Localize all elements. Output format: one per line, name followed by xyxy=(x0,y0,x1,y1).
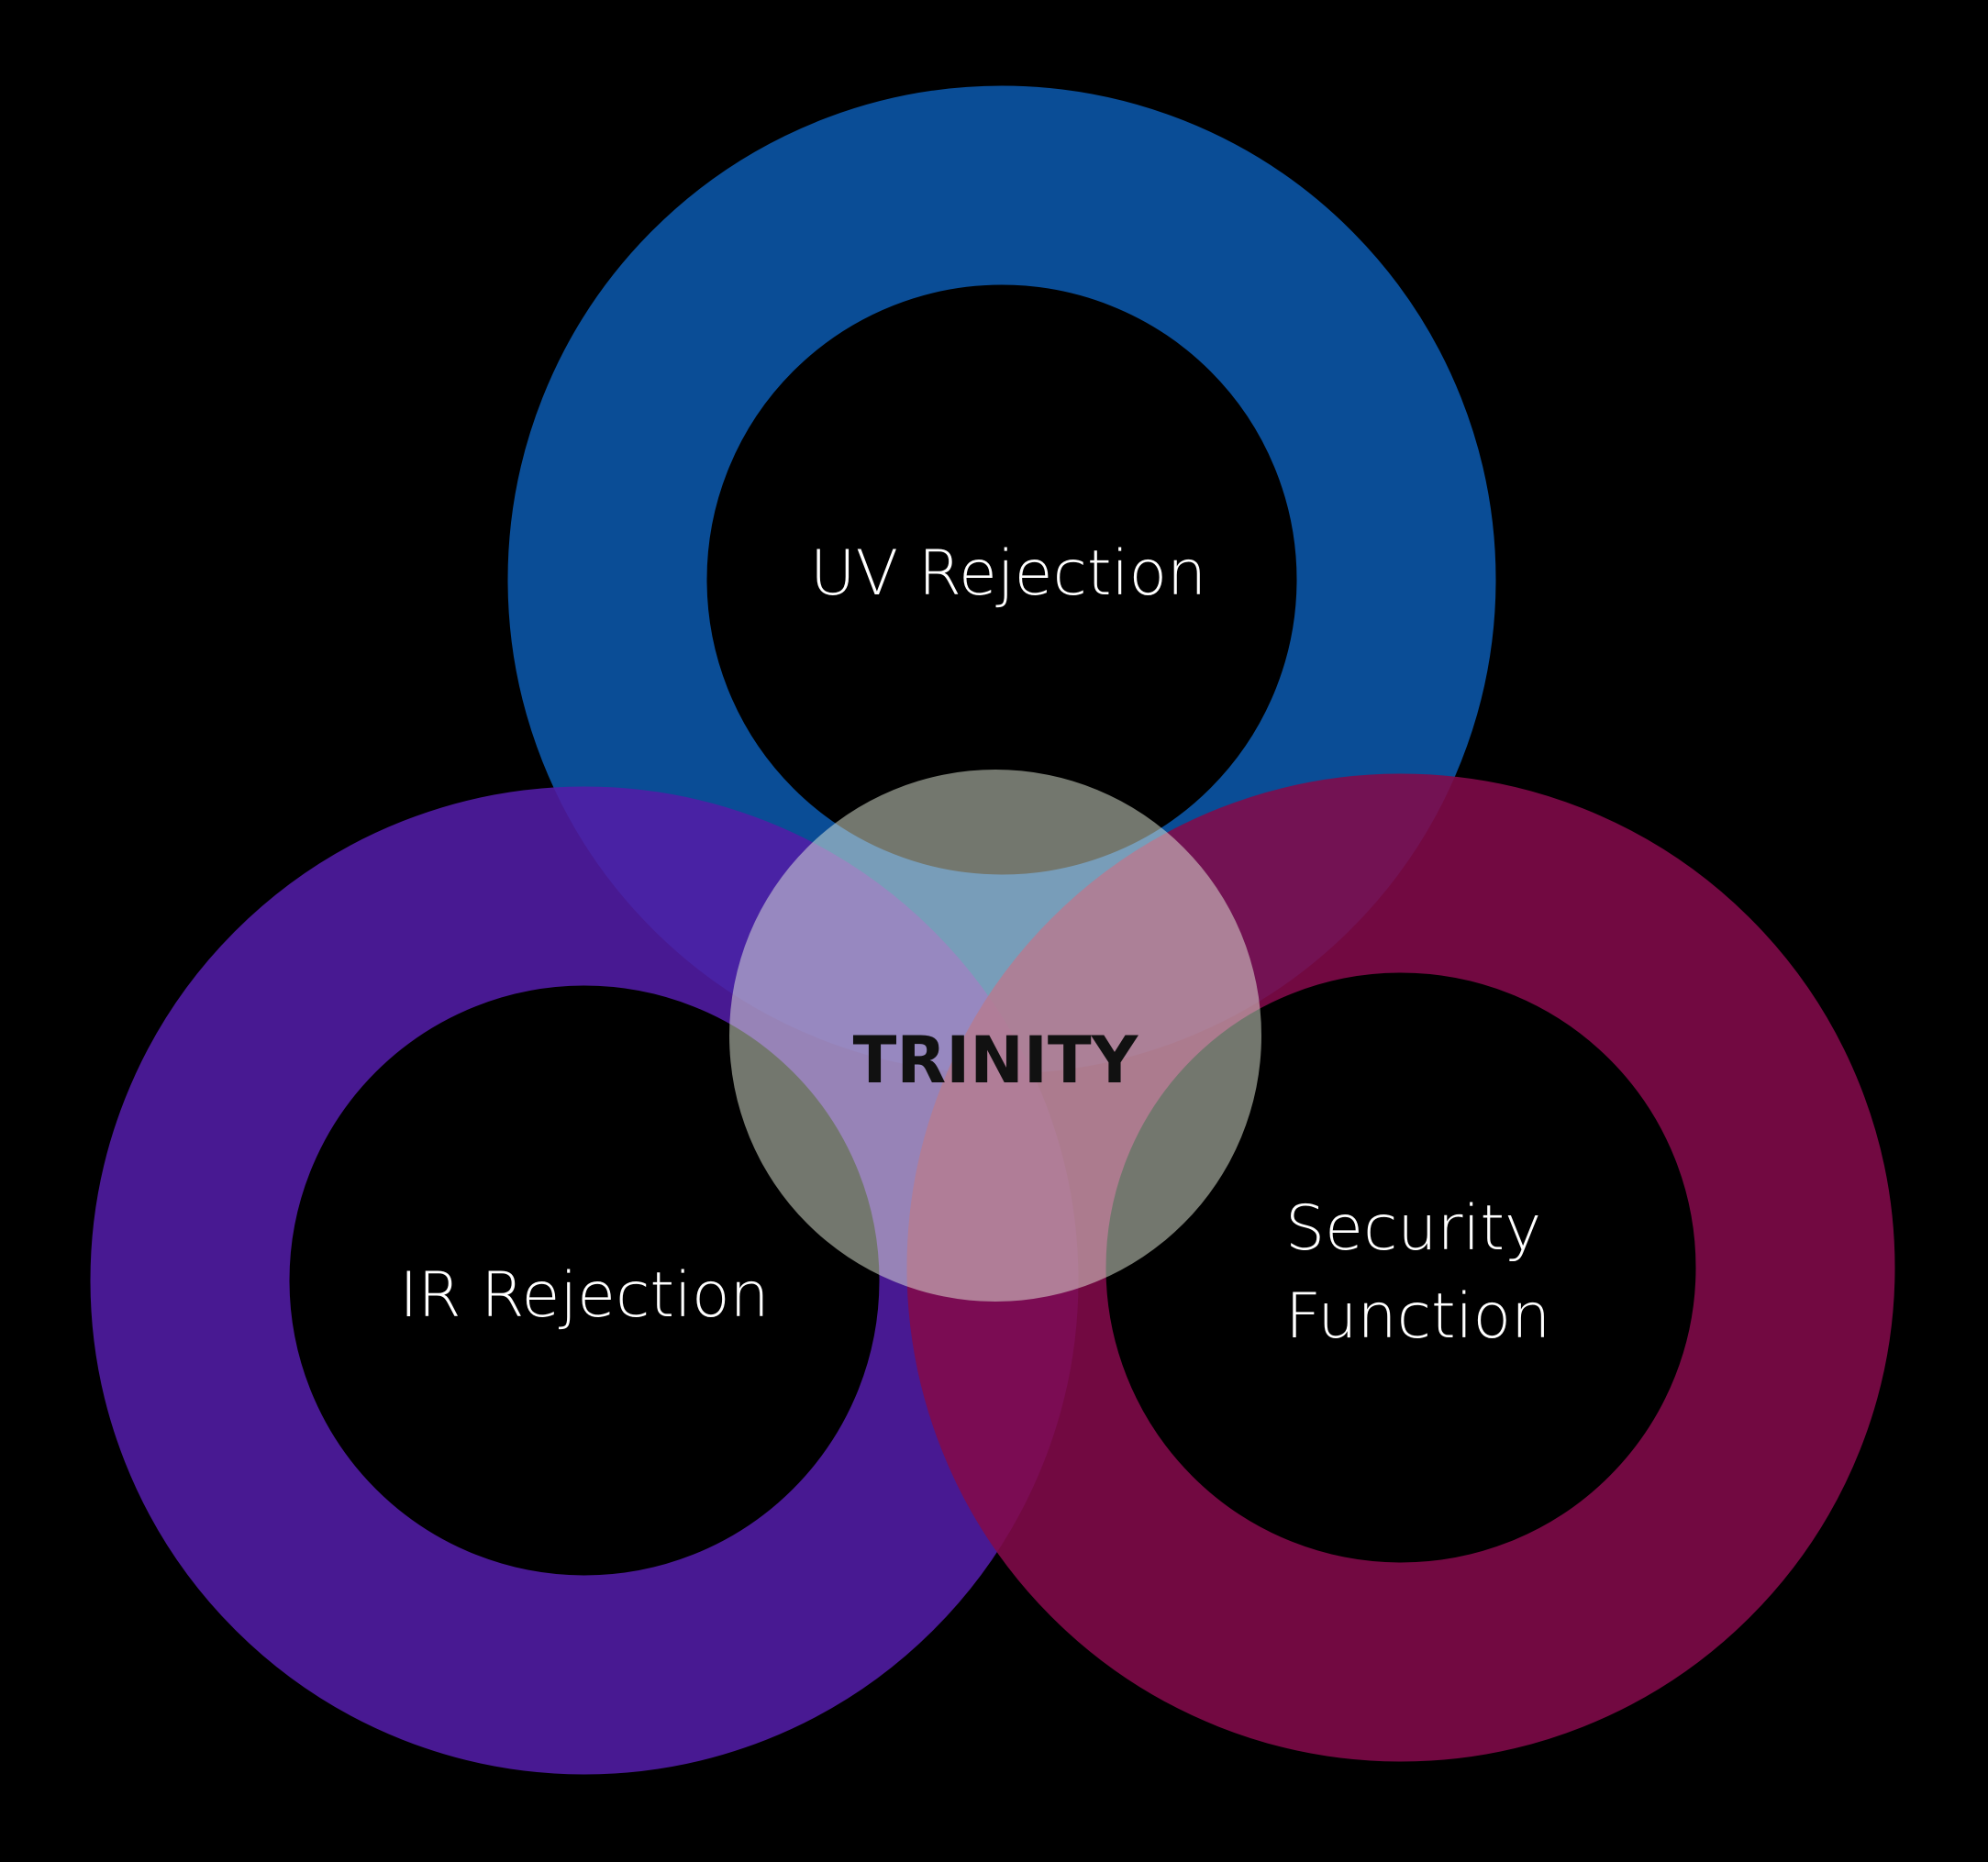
security-label-line1: Security xyxy=(1285,1192,1541,1265)
ir-rejection-label: IR Rejection xyxy=(399,1259,769,1332)
center-circle xyxy=(729,770,1261,1302)
security-label-line2: Function xyxy=(1285,1280,1550,1353)
uv-rejection-label: UV Rejection xyxy=(810,538,1206,610)
trinity-title: TRINITY xyxy=(853,1023,1139,1098)
